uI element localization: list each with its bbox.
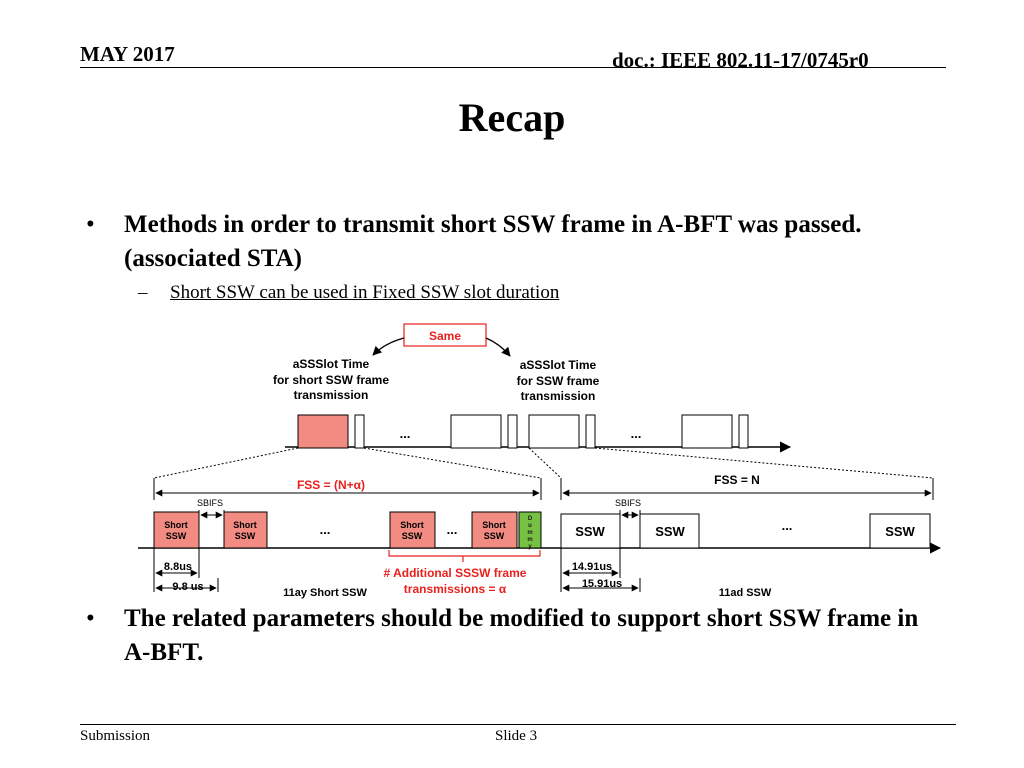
bullet-1-text: Methods in order to transmit short SSW f… (124, 211, 862, 272)
dummy-letter: m (527, 537, 532, 543)
short-ssw-frame (471, 511, 518, 549)
dummy-letter: D (528, 516, 533, 522)
sbifs-right-label: SBIFS (615, 498, 641, 508)
fss-right-label: FSS = N (714, 473, 760, 487)
short-ssw-label: SSW (235, 531, 256, 541)
caption-11ay: 11ay Short SSW (283, 587, 367, 599)
additional-bracket (388, 550, 541, 557)
dummy-letter: u (528, 523, 532, 529)
short-ssw-label: SSW (402, 531, 423, 541)
sbifs-left-label: SBIFS (197, 498, 223, 508)
dummy-label: D u m m y (527, 516, 533, 550)
top-slot-gap (738, 414, 749, 449)
sub-bullet-dash: – (138, 282, 148, 303)
top-slot-gap (354, 414, 365, 449)
additional-label-line-2: transmissions = α (404, 582, 507, 596)
left-slot-label-line-2: for short SSW frame (273, 373, 389, 387)
dummy-frame (518, 511, 542, 549)
same-label: Same (429, 329, 461, 343)
ssw-label: SSW (885, 524, 915, 539)
short-ssw-label: SSW (166, 531, 187, 541)
bullet-2: • The related parameters should be modif… (86, 602, 944, 670)
short-ssw-label: SSW (484, 531, 505, 541)
top-ellipsis-1: ... (400, 426, 411, 441)
short-ssw-frame (223, 511, 268, 549)
slide-title: Recap (458, 95, 566, 140)
left-slot-label: aSSSlot Time for short SSW frame transmi… (273, 357, 389, 402)
top-slot (681, 414, 733, 449)
slot-timing-diagram: Same aSSSlot Time for short SSW frame tr… (138, 323, 942, 599)
footer-divider (80, 724, 956, 725)
right-slot-label: aSSSlot Time for SSW frame transmission (517, 358, 600, 403)
short-ssw-ellipsis-1: ... (320, 522, 331, 537)
top-slot (528, 414, 580, 449)
bullet-1: • Methods in order to transmit short SSW… (86, 208, 924, 276)
top-slot-gap (585, 414, 596, 449)
dummy-letter: m (527, 530, 532, 536)
same-arrow-right (485, 337, 511, 357)
header-divider (80, 67, 946, 68)
short-ssw-label: Short (482, 520, 506, 530)
ssw-ellipsis: ... (782, 518, 793, 533)
zoom-lines (153, 447, 934, 479)
right-slot-label-line-1: aSSSlot Time (520, 358, 597, 372)
caption-11ad: 11ad SSW (719, 587, 772, 599)
footer-slide-number: Slide 3 (495, 728, 538, 744)
fss-left-label: FSS = (N+α) (297, 478, 365, 492)
timing-14-91-label: 14.91us (572, 561, 612, 573)
short-ssw-label: Short (400, 520, 424, 530)
additional-label-line-1: # Additional SSSW frame (384, 566, 527, 580)
ssw-label: SSW (655, 524, 685, 539)
top-slot-gap (507, 414, 518, 449)
short-ssw-frames: Short SSW Short SSW Short SSW Short SSW (153, 511, 518, 549)
bullet-dot: • (86, 211, 95, 238)
footer-submission: Submission (80, 728, 151, 744)
ssw-label: SSW (575, 524, 605, 539)
top-slot (450, 414, 502, 449)
timing-9-8-label: 9.8 us (172, 581, 203, 593)
timing-8-8-label: 8.8us (164, 561, 192, 573)
right-slot-label-line-2: for SSW frame (517, 374, 600, 388)
ssw-frame (639, 513, 700, 549)
same-arrow-left (372, 337, 405, 356)
right-slot-label-line-3: transmission (521, 389, 596, 403)
sub-bullet-1-text: Short SSW can be used in Fixed SSW slot … (170, 282, 560, 303)
short-ssw-label: Short (233, 520, 257, 530)
bullet-dot: • (86, 605, 95, 632)
short-ssw-label: Short (164, 520, 188, 530)
left-slot-label-line-1: aSSSlot Time (293, 357, 370, 371)
short-ssw-frame (389, 511, 436, 549)
timing-15-91-label: 15.91us (582, 578, 622, 590)
header-doc-id: doc.: IEEE 802.11-17/0745r0 (612, 48, 869, 72)
ssw-frame (869, 513, 931, 549)
top-short-slot (297, 414, 349, 449)
same-box (403, 323, 487, 347)
ssw-frame (560, 513, 621, 549)
short-ssw-frame (153, 511, 200, 549)
top-ellipsis-2: ... (631, 426, 642, 441)
dummy-letter: y (528, 544, 532, 550)
sub-bullet-1: – Short SSW can be used in Fixed SSW slo… (124, 282, 559, 304)
ssw-frames: SSW SSW SSW (560, 513, 931, 549)
left-slot-label-line-3: transmission (294, 388, 369, 402)
bullet-2-text: The related parameters should be modifie… (124, 605, 919, 666)
header-date: MAY 2017 (80, 42, 175, 66)
short-ssw-ellipsis-2: ... (447, 522, 458, 537)
